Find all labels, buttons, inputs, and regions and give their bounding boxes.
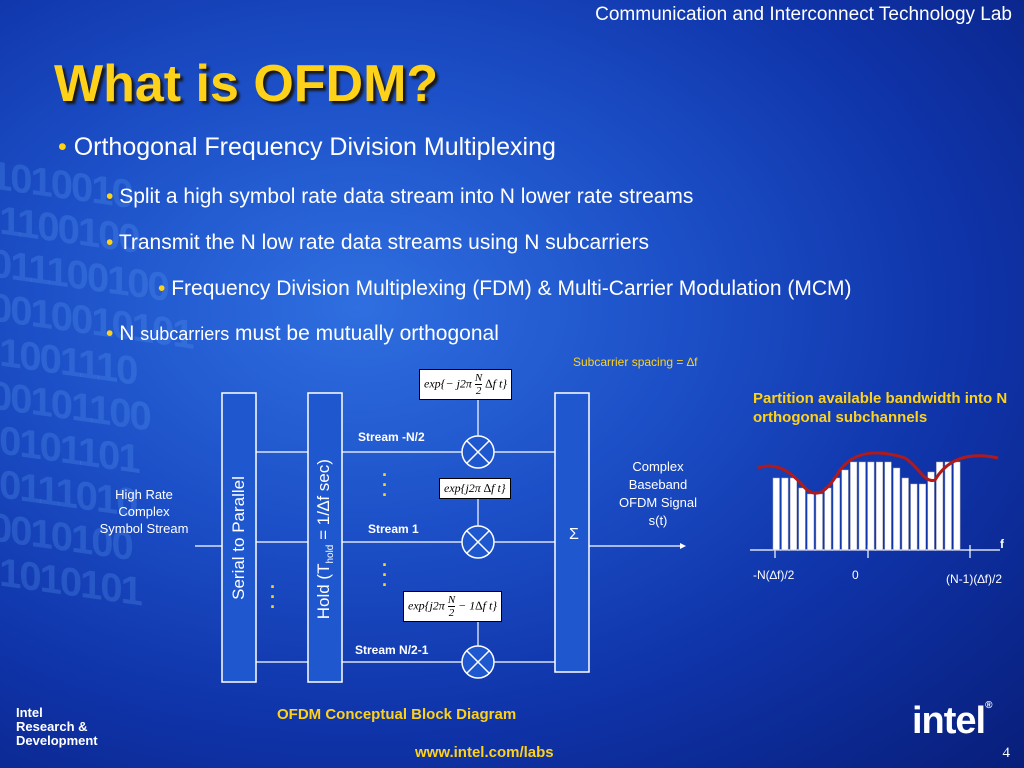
bullet-2: • Split a high symbol rate data stream i… <box>106 185 694 208</box>
subchannel-bar <box>910 483 918 551</box>
subchannel-bar <box>927 471 935 551</box>
sum-box <box>554 392 590 673</box>
subchannel-bar <box>815 493 823 551</box>
frequency-axis-label: f <box>1000 537 1004 551</box>
subchannel-bar <box>858 461 866 551</box>
ellipsis-lower: ··· <box>382 555 388 595</box>
serial-to-parallel-label: Serial to Parallel <box>229 476 248 600</box>
subchannel-bar <box>867 461 875 551</box>
ellipsis-left: ··· <box>270 577 276 617</box>
subchannel-bar <box>918 483 926 551</box>
stream-label-1: Stream -N/2 <box>358 430 425 444</box>
subchannel-bars <box>772 461 961 551</box>
subchannel-bar <box>807 493 815 551</box>
subchannel-bar <box>850 461 858 551</box>
subchannel-bar <box>884 461 892 551</box>
subchannel-bar <box>875 461 883 551</box>
mixer-2 <box>461 525 495 559</box>
spectrum-description: Partition available bandwidth into N ort… <box>753 390 1008 426</box>
subchannel-bar <box>901 477 909 551</box>
sum-symbol: Σ <box>569 526 579 543</box>
ellipsis-upper: ··· <box>382 465 388 505</box>
page-number: 4 <box>1002 745 1011 761</box>
hold-label: Hold (Thold = 1/∆f sec) <box>313 459 337 620</box>
intel-research-logo: Intel Research & Development <box>16 705 98 748</box>
subchannel-bar <box>944 461 952 551</box>
subchannel-bar <box>798 487 806 551</box>
intel-logo: intel® <box>912 700 993 742</box>
bullet-5: • N subcarriers must be mutually orthogo… <box>106 322 499 345</box>
slide-title: What is OFDM? <box>54 55 439 113</box>
serial-to-parallel-box <box>221 392 257 683</box>
spectrum-right-label: (N-1)(∆f)/2 <box>946 572 1003 586</box>
subchannel-bar <box>772 477 780 551</box>
equation-stream-1: exp{j2π ∆f t} <box>439 478 511 499</box>
mixer-1 <box>461 435 495 469</box>
input-label: High Rate Complex Symbol Stream <box>99 487 189 536</box>
bullet-3: • Transmit the N low rate data streams u… <box>106 231 650 254</box>
spectrum-envelope <box>757 451 999 495</box>
subchannel-bar <box>953 461 961 551</box>
diagram-caption: OFDM Conceptual Block Diagram <box>277 706 517 723</box>
subchannel-bar <box>936 461 944 551</box>
stream-label-2: Stream 1 <box>368 522 419 536</box>
subchannel-bar <box>789 477 797 551</box>
hold-box <box>307 392 343 683</box>
subchannel-bar <box>832 477 840 551</box>
subchannel-bar <box>841 469 849 551</box>
stream-label-3: Stream N/2-1 <box>355 643 429 657</box>
subchannel-bar <box>781 477 789 551</box>
footer-url[interactable]: www.intel.com/labs <box>415 744 554 761</box>
lab-name: Communication and Interconnect Technolog… <box>595 4 1012 25</box>
subchannel-bar <box>893 467 901 551</box>
spectrum-center-label: 0 <box>852 568 859 582</box>
subcarrier-spacing-label: Subcarrier spacing = ∆f <box>573 355 698 369</box>
bullet-4: • Frequency Division Multiplexing (FDM) … <box>158 277 852 300</box>
output-label: Complex Baseband OFDM Signal s(t) <box>618 459 698 528</box>
bullet-1: • Orthogonal Frequency Division Multiple… <box>58 133 556 161</box>
mixer-3 <box>461 645 495 679</box>
subchannel-bar <box>824 487 832 551</box>
spectrum-left-label: -N(∆f)/2 <box>753 568 795 582</box>
